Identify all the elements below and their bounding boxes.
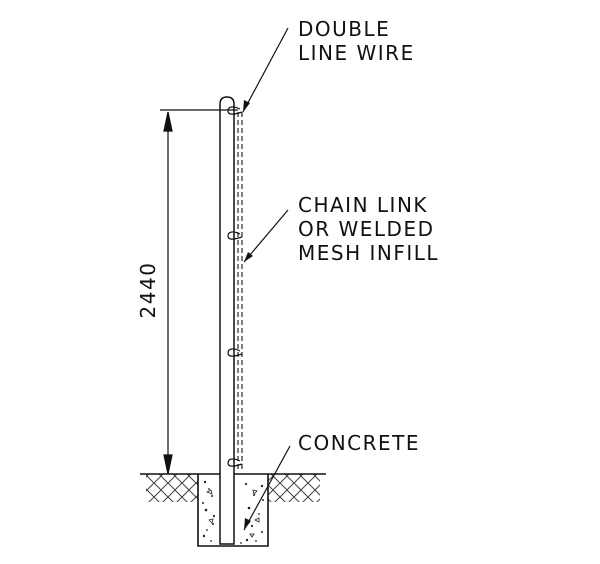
label-concrete: CONCRETE — [298, 431, 420, 455]
label-double-line-wire-line1: DOUBLE — [298, 17, 390, 41]
height-dimension-text: 2440 — [136, 262, 160, 319]
height-dimension — [160, 109, 238, 475]
leader-lines — [242, 27, 291, 531]
label-infill-line1: CHAIN LINK — [298, 193, 428, 217]
leader-arrowheads — [243, 100, 253, 530]
label-infill-line3: MESH INFILL — [298, 241, 439, 265]
concrete-footing — [197, 474, 269, 547]
label-infill-line2: OR WELDED — [298, 217, 435, 241]
mesh-infill — [237, 112, 243, 470]
wire-clips — [227, 106, 243, 467]
ground-hatch — [146, 474, 320, 502]
label-double-line-wire-line2: LINE WIRE — [298, 41, 415, 65]
fence-post — [219, 96, 235, 545]
